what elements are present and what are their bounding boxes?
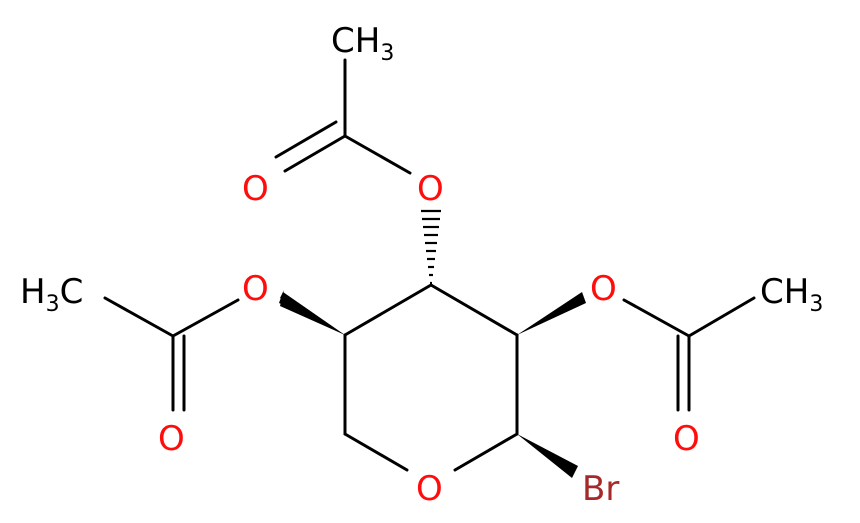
bond-o-top-carbonylc <box>343 134 412 175</box>
bond-carbonylc-methyl-left <box>103 296 175 338</box>
bond-ring-c5-c4 <box>343 283 433 337</box>
oxygen-ester-right: O <box>590 269 617 309</box>
bond-o-right-carbonylc <box>622 298 691 338</box>
bond-ring-c4-c3 <box>429 283 519 337</box>
oxygen-ring: O <box>416 469 443 509</box>
oxygen-carbonyl-right: O <box>673 419 700 459</box>
oxygen-ester-left: O <box>242 269 269 309</box>
oxygen-carbonyl-top: O <box>242 169 269 209</box>
bond-ring-c2-o <box>453 432 519 472</box>
oxygen-ester-top: O <box>417 169 444 209</box>
bond-o-left-carbonylc <box>171 298 240 338</box>
oxygen-carbonyl-left: O <box>158 419 185 459</box>
bonds <box>103 58 756 472</box>
bond-carbonylc-methyl-right <box>687 296 756 338</box>
bond-carbonyl-top-a <box>283 134 347 173</box>
atom-labels: CH3 H3C CH3 O O O O O O O Br <box>20 21 823 509</box>
methyl-top-label: CH3 <box>331 21 394 66</box>
methyl-right-label: CH3 <box>760 272 823 317</box>
methyl-left-label: H3C <box>20 272 83 317</box>
wedge-bond-right <box>517 292 586 335</box>
hashed-wedge-bond-top <box>421 209 441 285</box>
bond-ring-o-c6 <box>343 432 409 472</box>
wedge-bond-left-fill <box>279 292 345 335</box>
bond-carbonyl-top-b <box>274 120 338 159</box>
bromine-label: Br <box>582 469 619 509</box>
wedge-bond-br <box>517 434 578 478</box>
